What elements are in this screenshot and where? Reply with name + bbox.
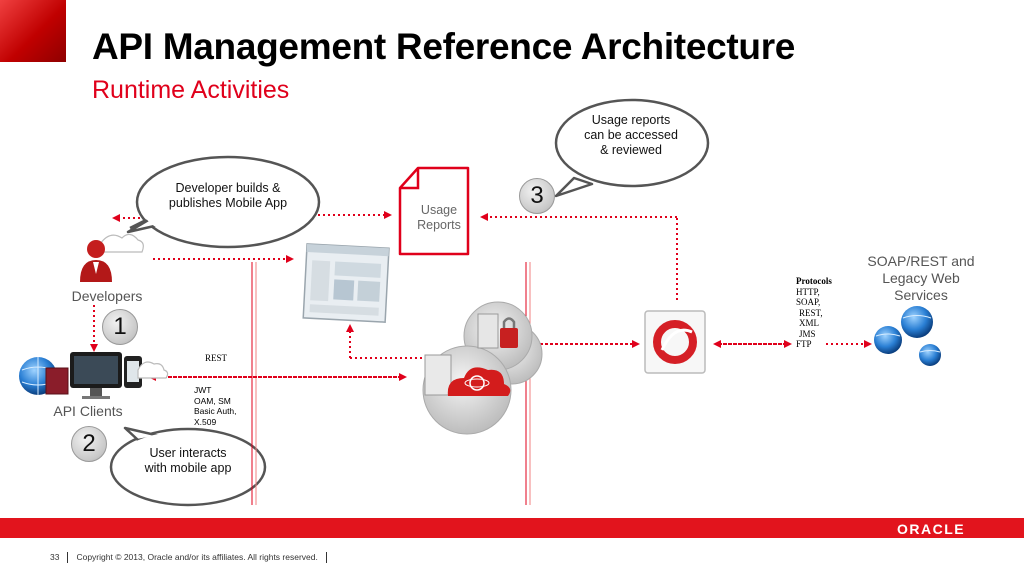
protocols-title: Protocols — [796, 276, 832, 286]
copyright-text: Copyright © 2013, Oracle and/or its affi… — [76, 552, 318, 562]
dashboard-screen-icon — [302, 243, 390, 323]
firewall-right — [525, 262, 531, 505]
firewall-left — [251, 262, 257, 505]
page-number: 33 — [50, 552, 60, 562]
protocol-item: XML — [799, 318, 819, 328]
usage-bubble — [554, 98, 710, 198]
user-bubble — [109, 426, 267, 507]
protocol-item: HTTP, — [796, 286, 820, 297]
developers-label: Developers — [71, 288, 143, 304]
protocol-item: FTP — [796, 339, 812, 349]
slide-subtitle: Runtime Activities — [92, 76, 290, 104]
protocol-item: SOAP, — [796, 297, 821, 307]
developer-bubble — [126, 155, 321, 249]
slide-title: API Management Reference Architecture — [92, 26, 796, 67]
developer-person-icon — [80, 233, 144, 282]
auth-item: JWT — [194, 385, 212, 395]
protocol-item: JMS — [799, 328, 816, 339]
footer-bar — [0, 518, 1024, 538]
corner-accent — [0, 0, 66, 62]
usage-reports-icon — [398, 166, 470, 256]
auth-list: JWT OAM, SM Basic Auth, X.509 — [194, 385, 237, 427]
rest-label: REST — [205, 353, 228, 363]
api-gateway-cluster-icon — [422, 301, 543, 435]
step-3-badge: 3 — [519, 178, 555, 214]
api-clients-label: API Clients — [53, 403, 123, 419]
protocol-item: REST, — [799, 307, 823, 318]
auth-item: Basic Auth, — [194, 406, 237, 416]
service-bus-icon — [644, 310, 706, 374]
usage-bubble-text: Usage reports can be accessed & reviewed — [584, 113, 678, 157]
step-2-badge: 2 — [71, 426, 107, 462]
web-services-globes-icon — [874, 306, 941, 366]
auth-item: X.509 — [194, 416, 217, 427]
protocols-list: Protocols HTTP, SOAP, REST, XML JMS FTP — [796, 276, 832, 350]
oracle-logo: ORACLE — [897, 521, 966, 537]
auth-item: OAM, SM — [194, 395, 231, 406]
client-devices-icon — [19, 352, 169, 399]
soap-rest-label: SOAP/REST and Legacy Web Services — [867, 253, 975, 303]
developer-bubble-text: Developer builds & publishes Mobile App — [168, 181, 288, 210]
step-1-badge: 1 — [102, 309, 138, 345]
user-bubble-text: User interacts with mobile app — [144, 446, 232, 475]
usage-reports-label: Usage Reports — [417, 203, 461, 232]
footer: 33 Copyright © 2013, Oracle and/or its af… — [50, 552, 335, 564]
connection-lines — [90, 211, 872, 381]
